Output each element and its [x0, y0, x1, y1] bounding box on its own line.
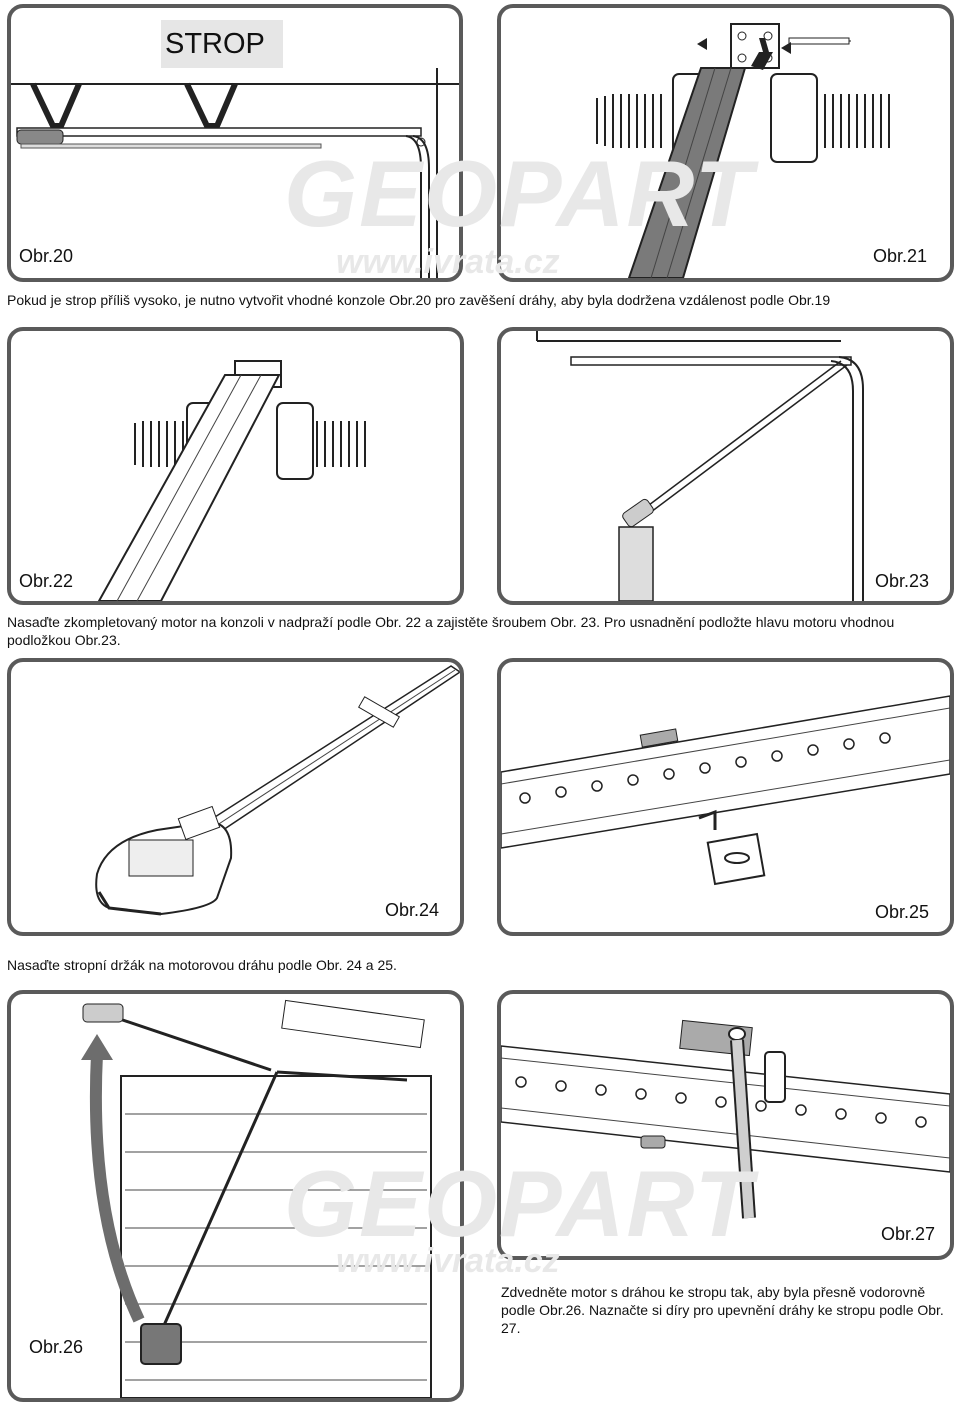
figure-panel-23: Obr.23 [497, 327, 954, 605]
figure-label-obr20: Obr.20 [19, 246, 74, 266]
mark-holes-illustration [501, 1019, 950, 1219]
figure-label-obr25: Obr.25 [875, 902, 930, 922]
figure-panel-26: Obr.26 [7, 990, 464, 1402]
figure-panel-20: STROP Obr.20 [7, 4, 463, 282]
figure-panel-24: Obr.24 [7, 658, 464, 936]
lift-motor-garage-illustration [81, 999, 432, 1398]
caption-3: Nasaďte stropní držák na motorovou dráhu… [7, 957, 397, 973]
ceiling-holder-motor-illustration [95, 665, 460, 916]
figure-label-obr27: Obr.27 [881, 1224, 936, 1244]
figure-label-obr24: Obr.24 [385, 900, 440, 920]
caption-2: Nasaďte zkompletovaný motor na konzoli v… [7, 614, 895, 648]
figure-panel-27: Obr.27 [497, 990, 954, 1260]
figure-panel-25: Obr.25 [497, 658, 954, 936]
strop-label: STROP [161, 20, 283, 68]
caption-1: Pokud je strop příliš vysoko, je nutno v… [7, 292, 831, 308]
holder-on-track-illustration [501, 695, 950, 886]
figure-label-obr23: Obr.23 [875, 571, 930, 591]
figure-label-obr21: Obr.21 [873, 246, 928, 266]
figure-label-obr26: Obr.26 [29, 1337, 84, 1357]
figure-label-obr22: Obr.22 [19, 571, 74, 591]
ceiling-bracket-illustration [11, 68, 459, 278]
motor-support-illustration [536, 331, 864, 601]
track-mount-illustration [596, 23, 890, 278]
motor-on-bracket-illustration [97, 360, 366, 601]
caption-4: Zdvedněte motor s dráhou ke stropu tak, … [501, 1284, 944, 1336]
figure-panel-22: Obr.22 [7, 327, 464, 605]
figure-panel-21: Obr.21 [497, 4, 954, 282]
